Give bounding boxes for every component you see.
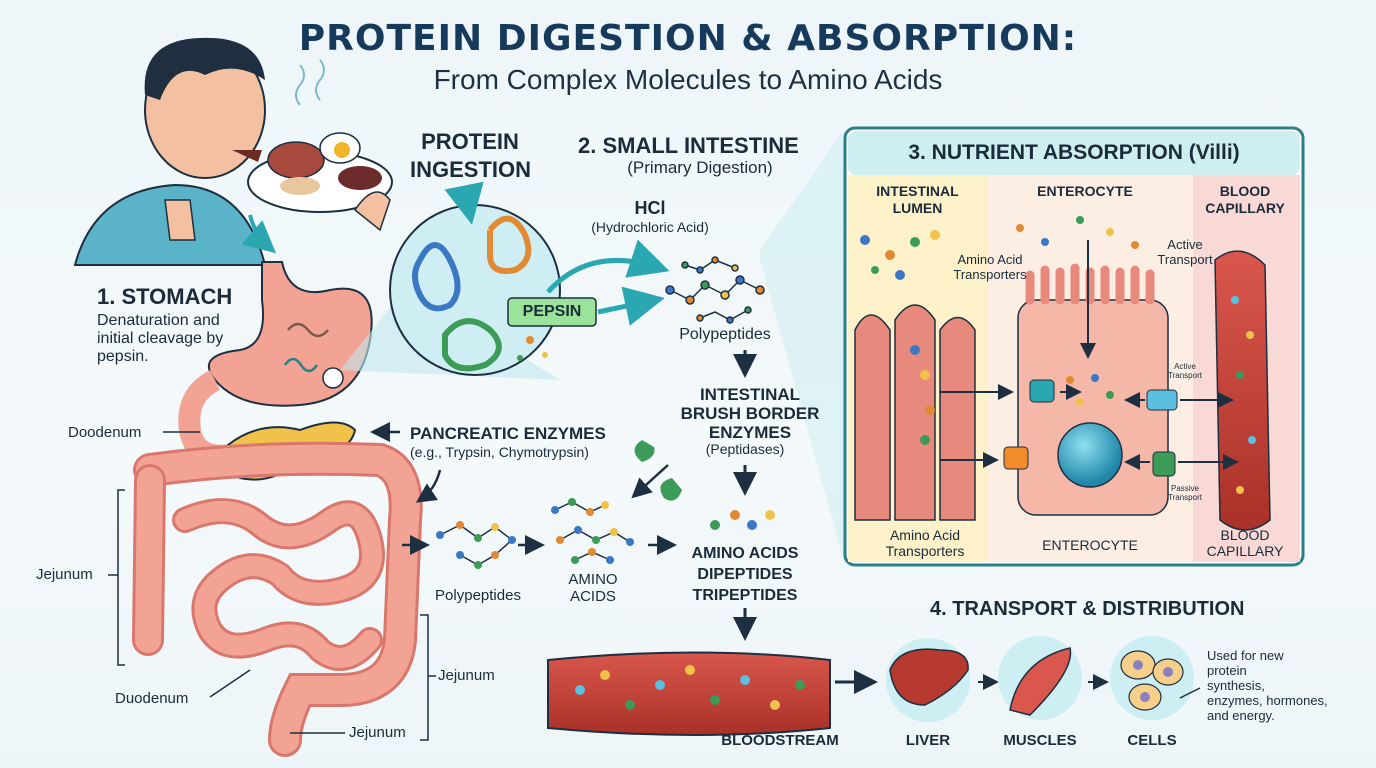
page-title: PROTEIN DIGESTION & ABSORPTION: (298, 18, 1078, 59)
liver-label: LIVER (905, 732, 951, 749)
absorption-heading: 3. NUTRIENT ABSORPTION (Villi) (908, 141, 1240, 164)
liver-illustration (889, 648, 969, 706)
pancreatic-heading: PANCREATIC ENZYMES (410, 424, 606, 443)
brush-border-sub: (Peptidases) (705, 441, 785, 457)
cells-illustration (1120, 650, 1184, 711)
muscles-label: MUSCLES (1003, 732, 1077, 749)
cells-label: CELLS (1127, 732, 1177, 749)
hcl-label: HCl (634, 198, 666, 218)
transport-heading: 4. TRANSPORT & DISTRIBUTION (930, 598, 1245, 620)
protein-zoom-circle (340, 181, 561, 380)
small-intestine-heading: 2. SMALL INTESTINE (578, 133, 799, 158)
stomach-heading: 1. STOMACH (97, 284, 233, 309)
plate-of-food-illustration (247, 59, 393, 232)
pepsin-label: PEPSIN (522, 303, 582, 320)
bloodstream-illustration (547, 651, 831, 736)
absorption-panel (843, 126, 1305, 567)
intestines-illustration (132, 441, 423, 757)
bloodstream-label: BLOODSTREAM (721, 732, 839, 749)
anatomy-jejunum-bottom: Jejunum (349, 724, 406, 741)
person-eating-illustration (73, 37, 267, 266)
pepsin-box (507, 297, 597, 327)
page-subtitle: From Complex Molecules to Amino Acids (433, 64, 943, 95)
hcl-sub: (Hydrochloric Acid) (591, 219, 709, 235)
small-intestine-sub: (Primary Digestion) (627, 158, 773, 177)
nucleus (1057, 422, 1123, 488)
polypeptides-top-label: Polypeptides (679, 326, 771, 343)
polypeptides-bottom-illustration (439, 524, 514, 566)
anatomy-jejunum-left: Jejunum (36, 566, 93, 583)
pancreatic-examples: (e.g., Trypsin, Chymotrypsin) (410, 444, 589, 460)
polypeptide-beads (436, 521, 516, 569)
anatomy-duodenum-bottom: Duodenum (115, 690, 189, 707)
polypeptides-bottom-label: Polypeptides (435, 587, 521, 604)
polypeptides-top-illustration (665, 256, 765, 324)
anatomy-jejunum-right: Jejunum (438, 667, 495, 684)
enterocyte-top-label: ENTEROCYTE (1037, 183, 1133, 199)
muscle-illustration (1009, 647, 1072, 716)
enterocyte-bottom-label: ENTEROCYTE (1042, 537, 1138, 553)
anatomy-duodenum-top: Doodenum (68, 424, 142, 441)
